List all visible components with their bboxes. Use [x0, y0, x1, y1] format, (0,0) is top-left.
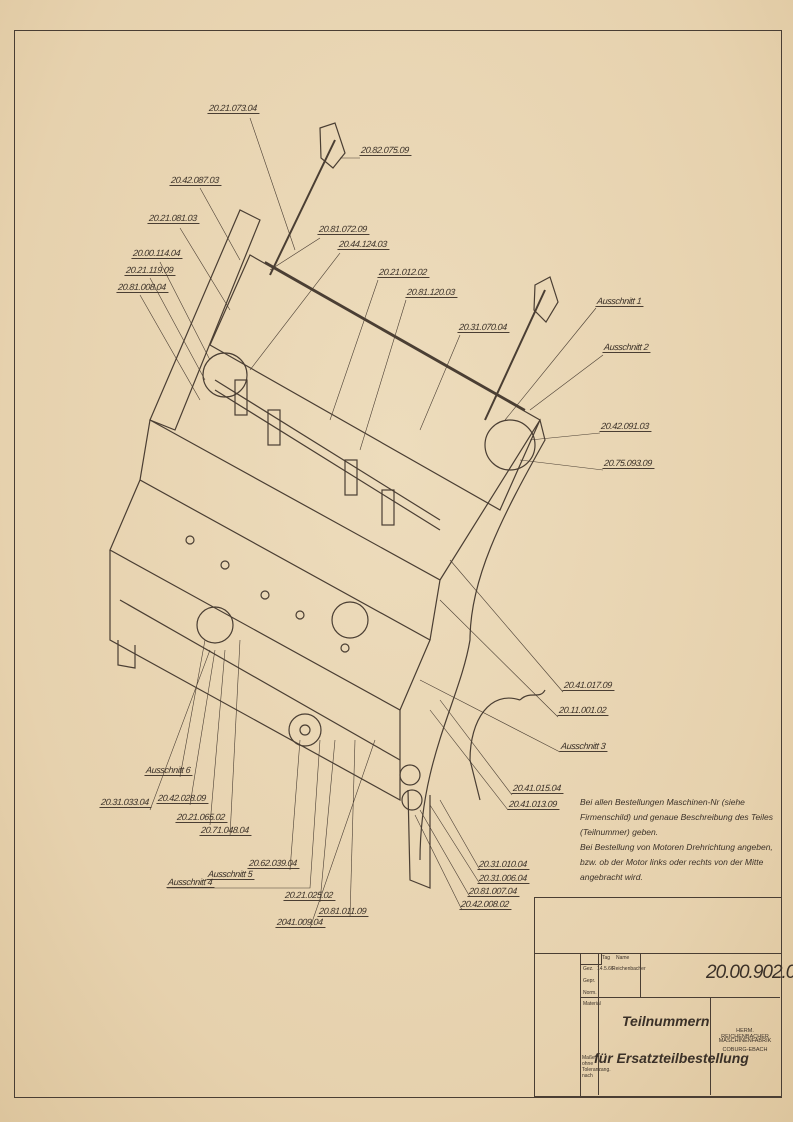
title-line-1: Teilnummern — [622, 1013, 710, 1029]
part-label: 20.42.008.02 — [459, 899, 513, 910]
header-name: Name — [616, 955, 630, 961]
part-label: 20.41.013.09 — [507, 799, 561, 810]
drawing-number: 20.00.902.02 — [706, 962, 793, 983]
part-label: 20.21.065.02 — [175, 812, 229, 823]
part-label: 20.41.017.09 — [562, 680, 616, 691]
row-gez: Gez. — [583, 966, 594, 972]
title-inner — [580, 953, 782, 1097]
part-label: 20.31.006.04 — [477, 873, 531, 884]
part-label: 20.42.091.03 — [599, 421, 653, 432]
title-line-2: für Ersatzteilbestellung — [594, 1050, 749, 1066]
tolerance-note: Maße ohne Toleranzang. nach — [582, 1055, 611, 1079]
part-label: 20.11.001.02 — [557, 705, 610, 716]
order-note: Bei allen Bestellungen Maschinen-Nr (sie… — [580, 797, 773, 837]
section-label: Ausschnitt 4 — [166, 877, 216, 888]
row-norm: Norm. — [583, 990, 597, 996]
part-label: 20.21.025.02 — [283, 890, 337, 901]
part-label: 20.62.039.04 — [247, 858, 301, 869]
company-city: COBURG-EBACH — [722, 1047, 768, 1053]
part-label: 20.81.072.09 — [317, 224, 371, 235]
drawing-frame — [14, 30, 782, 1098]
part-label: 20.31.070.04 — [457, 322, 511, 333]
part-label: 20.42.028.09 — [156, 793, 210, 804]
part-label: 20.21.012.02 — [377, 267, 431, 278]
part-label: 20.44.124.03 — [337, 239, 391, 250]
part-label: 20.21.073.04 — [207, 103, 261, 114]
gez-name: Reichenbacher — [612, 966, 646, 972]
part-label: 20.31.033.04 — [99, 797, 153, 808]
part-label: 20.31.010.04 — [477, 859, 531, 870]
part-label: 20.42.087.03 — [169, 175, 223, 186]
section-label: Ausschnitt 1 — [595, 296, 645, 307]
part-label: 20.81.011.09 — [317, 906, 370, 917]
part-label: 20.41.015.04 — [511, 783, 565, 794]
part-label: 20.75.093.09 — [602, 458, 656, 469]
part-label: 20.81.120.03 — [405, 287, 459, 298]
part-label: 20.00.114.04 — [131, 248, 184, 259]
part-label: 20.21.119.09 — [124, 265, 177, 276]
section-label: Ausschnitt 3 — [559, 741, 609, 752]
row-material: Material — [583, 1001, 601, 1007]
part-label: 20.71.048.04 — [199, 825, 253, 836]
gez-date: 14.5.66 — [597, 966, 614, 972]
section-label: Ausschnitt 2 — [602, 342, 652, 353]
part-label: 2041.009.04 — [275, 917, 327, 928]
part-label: 20.82.075.09 — [359, 145, 413, 156]
section-label: Ausschnitt 6 — [144, 765, 194, 776]
company-type: MASCHINENFABRIK — [718, 1038, 772, 1044]
part-label: 20.21.081.03 — [147, 213, 201, 224]
company-name: HERM. REICHENBACHER — [721, 1028, 769, 1040]
header-tag: Tag — [602, 955, 611, 961]
motor-note: Bei Bestellung von Motoren Drehrichtung … — [580, 842, 773, 882]
part-label: 20.81.007.04 — [467, 886, 521, 897]
part-label: 20.81.008.04 — [116, 282, 170, 293]
row-gepr: Gepr. — [583, 978, 596, 984]
